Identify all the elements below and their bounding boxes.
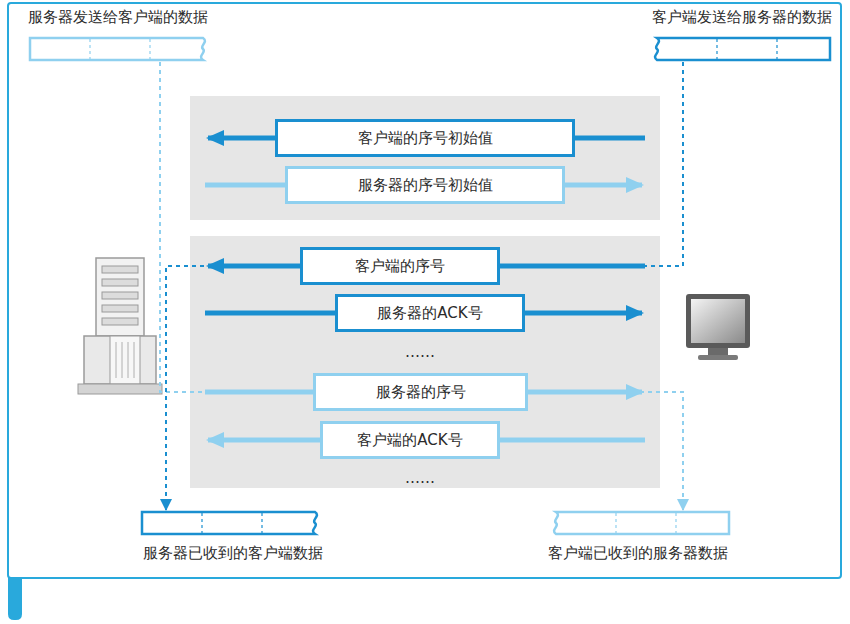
data-stream: 客户端已收到的服务器数据 bbox=[544, 510, 732, 562]
data-stream: 客户端发送给服务器的数据 bbox=[644, 8, 832, 62]
field-box: 服务器的序号初始值 bbox=[285, 166, 565, 204]
ellipsis-note: …… bbox=[405, 343, 435, 361]
outer-frame bbox=[8, 3, 841, 578]
transfer-band bbox=[190, 236, 660, 488]
client-computer-icon bbox=[686, 294, 750, 360]
field-box: 客户端的序号 bbox=[300, 247, 500, 285]
stream-label: 服务器已收到的客户端数据 bbox=[143, 544, 323, 562]
field-label: 客户端的ACK号 bbox=[357, 431, 462, 449]
data-strip bbox=[140, 510, 326, 536]
frame-tab bbox=[8, 577, 22, 620]
data-strip bbox=[28, 36, 214, 62]
field-box: 客户端的序号初始值 bbox=[275, 119, 575, 157]
server-icon bbox=[78, 258, 162, 394]
field-label: 服务器的序号初始值 bbox=[358, 176, 493, 194]
data-flow-line bbox=[160, 62, 313, 392]
stream-label: 客户端已收到的服务器数据 bbox=[548, 544, 728, 562]
stream-label: 客户端发送给服务器的数据 bbox=[652, 8, 832, 26]
data-flow-line bbox=[528, 392, 683, 510]
handshake-band bbox=[190, 96, 660, 220]
field-label: 客户端的序号 bbox=[355, 257, 445, 275]
field-label: 服务器的序号 bbox=[376, 383, 466, 401]
data-strip bbox=[545, 510, 731, 536]
field-box: 服务器的序号 bbox=[313, 373, 528, 411]
data-stream: 服务器已收到的客户端数据 bbox=[139, 510, 327, 562]
field-box: 客户端的ACK号 bbox=[320, 421, 500, 459]
field-label: 客户端的序号初始值 bbox=[358, 129, 493, 147]
field-label: 服务器的ACK号 bbox=[377, 304, 482, 322]
data-stream: 服务器发送给客户端的数据 bbox=[28, 8, 216, 62]
stream-label: 服务器发送给客户端的数据 bbox=[28, 8, 208, 26]
data-strip bbox=[646, 36, 832, 62]
data-flow-line bbox=[500, 62, 683, 266]
flow-arrows bbox=[205, 138, 645, 440]
field-box: 服务器的ACK号 bbox=[335, 294, 525, 332]
ellipsis-note: …… bbox=[405, 469, 435, 487]
data-flow-line bbox=[166, 266, 300, 510]
